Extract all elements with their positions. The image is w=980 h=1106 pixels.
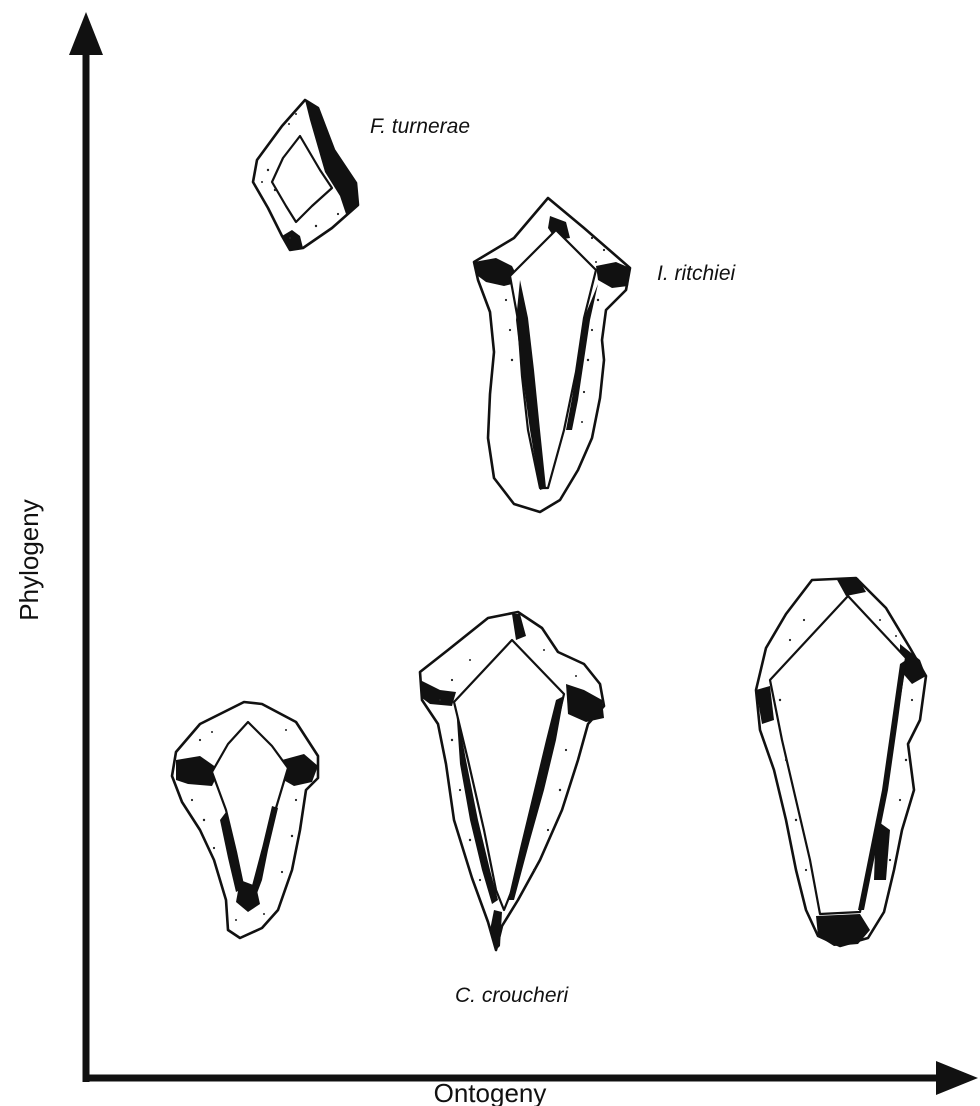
ontogeny-arrowhead-icon — [936, 1061, 978, 1095]
phylogeny-axis — [69, 12, 103, 1082]
specimen-c-croucheri-juvenile — [172, 702, 318, 938]
specimen-f-turnerae — [253, 100, 358, 250]
specimen-i-ritchiei — [474, 198, 630, 512]
y-axis-label: Phylogeny — [14, 499, 44, 620]
x-axis-label: Ontogeny — [434, 1078, 547, 1106]
specimen-c-croucheri-intermediate — [420, 612, 604, 950]
label-c-croucheri: C. croucheri — [455, 984, 570, 1007]
specimen-c-croucheri-adult — [756, 578, 926, 946]
label-i-ritchiei: I. ritchiei — [657, 262, 737, 285]
phylogeny-arrowhead-icon — [69, 12, 103, 55]
label-f-turnerae: F. turnerae — [370, 115, 470, 138]
